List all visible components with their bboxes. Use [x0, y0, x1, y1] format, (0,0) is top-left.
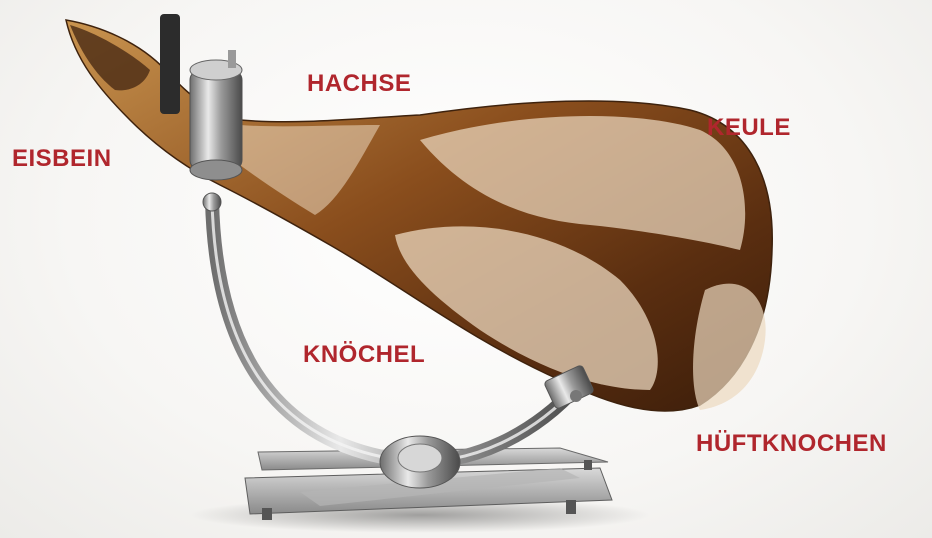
label-hachse: HACHSE: [307, 72, 411, 96]
label-knoechel: KNÖCHEL: [303, 343, 425, 367]
label-eisbein: EISBEIN: [12, 147, 112, 171]
label-hueftknochen: HÜFTKNOCHEN: [696, 432, 887, 456]
label-keule: KEULE: [707, 116, 791, 140]
hueft-fat-overlay: [693, 284, 766, 410]
